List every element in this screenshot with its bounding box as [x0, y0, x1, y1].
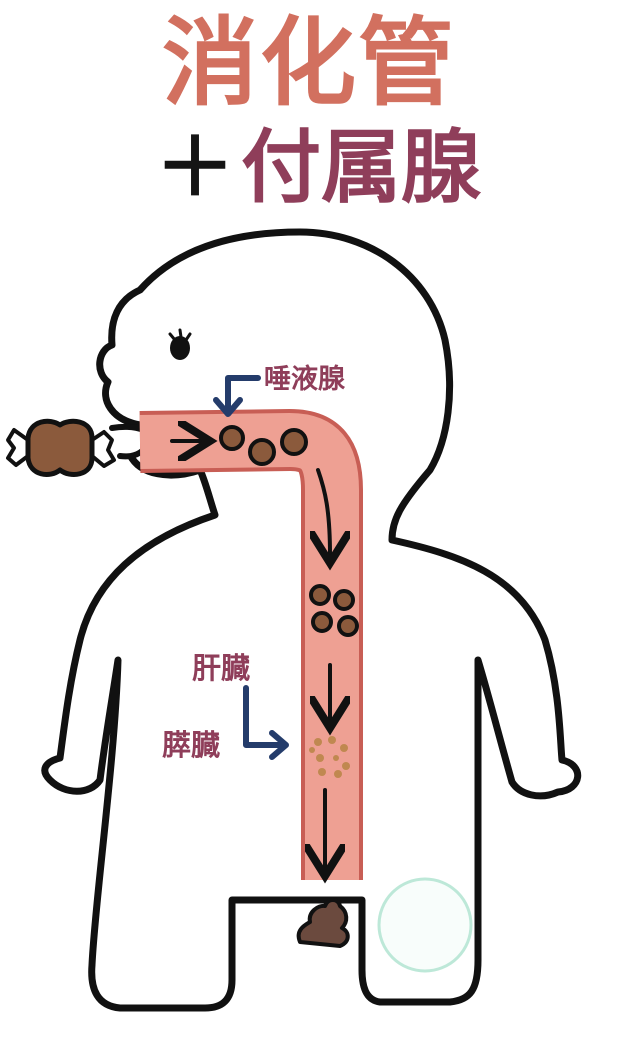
food-in-stomach	[309, 584, 359, 637]
label-arrows	[213, 375, 289, 760]
plus-sign: ＋	[155, 121, 235, 214]
arrowhead-salivary	[213, 397, 243, 417]
arrow-liver-pancreas	[243, 685, 287, 748]
flow-arrows	[170, 441, 330, 868]
label-salivary-gland: 唾液腺	[264, 364, 346, 395]
touch-indicator	[377, 877, 473, 973]
subtitle-accessory-glands: ＋付属腺	[155, 120, 481, 216]
label-liver: 肝臓	[192, 651, 250, 685]
digested-particles	[309, 736, 350, 778]
food-boluses	[219, 425, 308, 466]
title-digestive-tract: 消化管	[162, 7, 456, 119]
body-outline	[41, 228, 582, 1012]
poop	[296, 898, 350, 948]
label-pancreas: 膵臓	[162, 728, 220, 762]
arrow-salivary	[225, 375, 261, 415]
arrowhead-liver-pancreas	[269, 730, 289, 760]
arrow-esophagus	[318, 468, 330, 555]
food-meat	[6, 418, 116, 477]
subtitle-text: 付属腺	[241, 121, 481, 214]
eye	[168, 328, 192, 360]
